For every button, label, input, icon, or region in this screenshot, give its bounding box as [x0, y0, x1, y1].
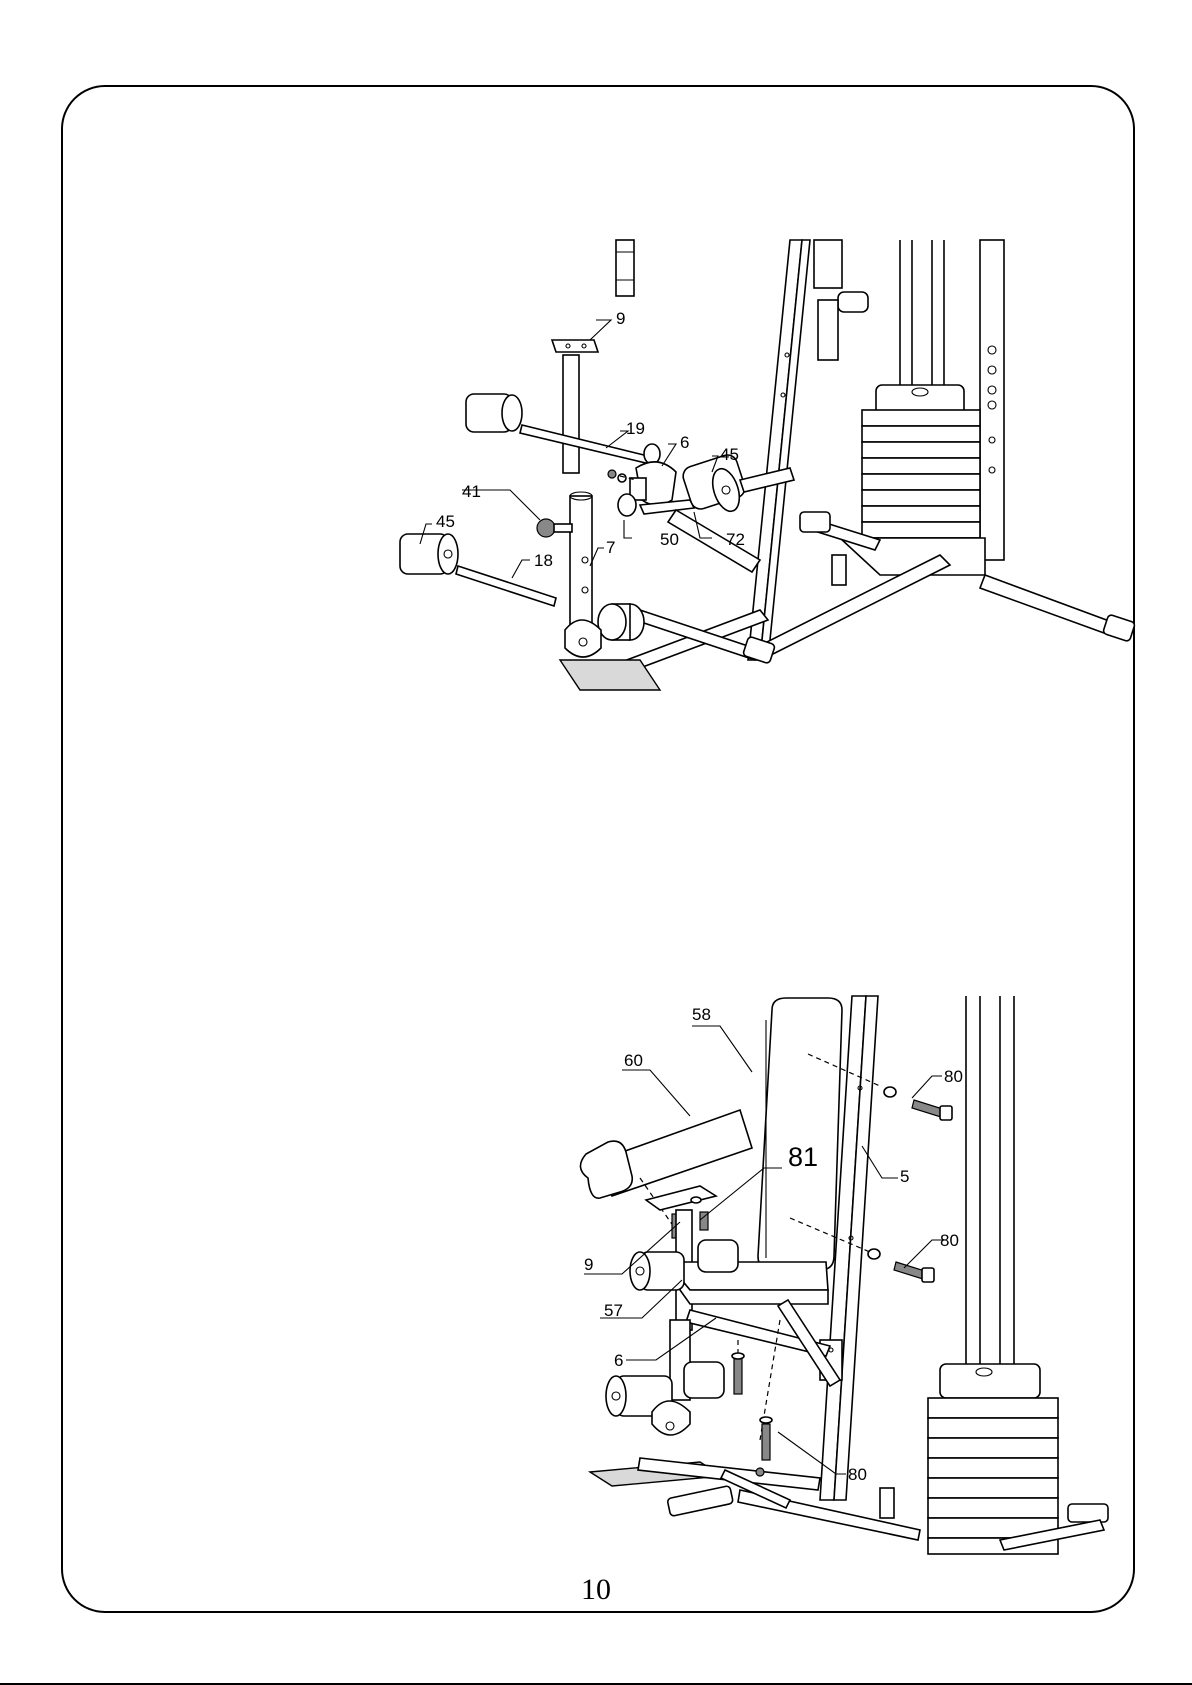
callout-58: 58: [692, 1005, 711, 1024]
callout-80: 80: [940, 1231, 959, 1250]
callout-80: 80: [944, 1067, 963, 1086]
weight-plates-bottom: [928, 1398, 1058, 1554]
callout-57: 57: [604, 1301, 623, 1320]
callout-81: 81: [788, 1142, 818, 1172]
page-number: 10: [0, 1573, 1192, 1607]
assembly-diagram-bottom: 58 60 80 81 5 80 9 57 6 80: [0, 0, 1192, 1560]
callout-5: 5: [900, 1167, 909, 1186]
callout-9: 9: [584, 1255, 593, 1274]
callout-60: 60: [624, 1051, 643, 1070]
callout-80: 80: [848, 1465, 867, 1484]
callout-6: 6: [614, 1351, 623, 1370]
